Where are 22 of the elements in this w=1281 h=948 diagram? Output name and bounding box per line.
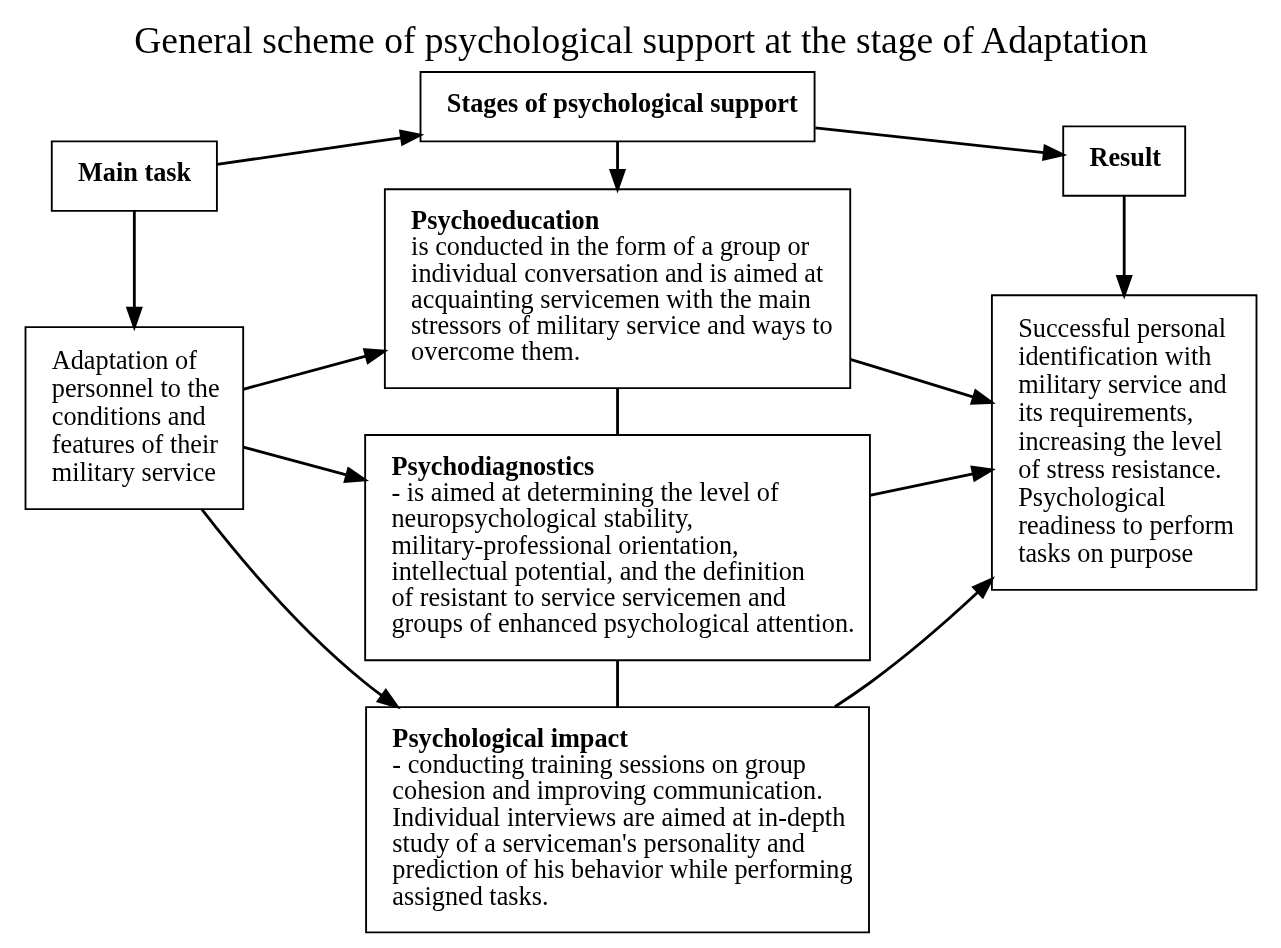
arrow [242, 348, 389, 391]
arrow [125, 210, 143, 332]
node-box: Psychodiagnostics - is aimed at determining the level of neuropsychological stability, military-professional orientation, intellectual potential, and the definition of resistant to service servicemen and groups of enhanced psychological attention. [363, 434, 871, 662]
node-box: Adaptation of personnel to the conditions and features of their military service [24, 326, 244, 511]
diagram-title: General scheme of psychological support at the stage of Adaptation [133, 20, 1148, 62]
node-box: Stages of psychological support [419, 71, 816, 143]
node-box: Main task [50, 140, 218, 212]
arrow [242, 445, 369, 483]
arrow [200, 508, 401, 710]
connector [615, 660, 619, 708]
arrow [849, 358, 996, 405]
arrow [216, 129, 424, 166]
arrow [869, 465, 996, 497]
connector [615, 388, 619, 435]
node-box: Result [1061, 125, 1186, 197]
node-box: Psychoeducation is conducted in the form of a group or individual conversation and is aimed at acquainting servicemen with the main stressors of military service and ways to overcome them. [383, 188, 851, 390]
arrow [814, 126, 1067, 161]
arrow [1115, 196, 1133, 300]
node-box: Psychological impact - conducting training sessions on group cohesion and improving communication. Individual interviews are aimed at in-depth study of a serviceman's personality and prediction of his behavior while performing assigned tasks. [364, 706, 870, 934]
node-box: Successful personal identification with military service and its requirements, increasing the level of stress resistance. Psychological readiness to perform tasks on purpose [990, 294, 1257, 591]
arrow [608, 141, 626, 194]
arrow [833, 576, 995, 708]
